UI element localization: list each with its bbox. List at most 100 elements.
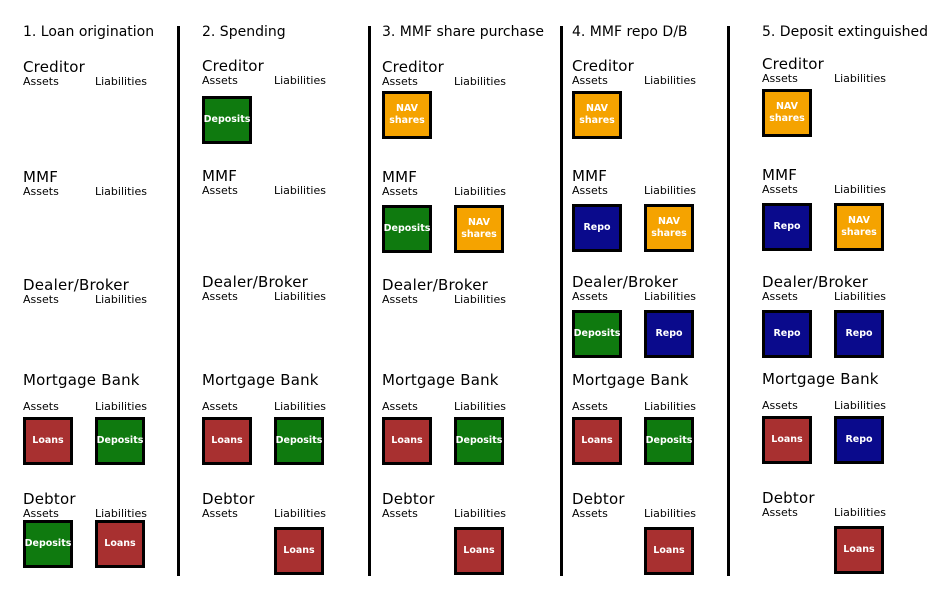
asset-nav-shares-block: NAV shares [382, 91, 432, 139]
assets-label: Assets [762, 506, 798, 519]
liability-loans-block: Loans [644, 527, 694, 575]
assets-label: Assets [762, 72, 798, 85]
liabilities-label: Liabilities [454, 75, 506, 88]
liability-nav-shares-block: NAV shares [644, 204, 694, 252]
entity-name: Mortgage Bank [23, 371, 140, 389]
asset-loans-block: Loans [382, 417, 432, 465]
assets-label: Assets [23, 293, 59, 306]
assets-label: Assets [382, 185, 418, 198]
entity-name: Debtor [762, 489, 815, 507]
assets-label: Assets [382, 507, 418, 520]
liabilities-label: Liabilities [95, 293, 147, 306]
liabilities-label: Liabilities [454, 507, 506, 520]
assets-label: Assets [23, 507, 59, 520]
liability-deposits-block: Deposits [95, 417, 145, 465]
liabilities-label: Liabilities [834, 72, 886, 85]
stage-title: 5. Deposit extinguished [762, 24, 928, 40]
assets-label: Assets [23, 400, 59, 413]
liabilities-label: Liabilities [644, 74, 696, 87]
stage-divider [177, 26, 180, 576]
stage-title: 2. Spending [202, 24, 286, 40]
liabilities-label: Liabilities [274, 74, 326, 87]
entity-name: MMF [23, 168, 59, 186]
entity-name: Dealer/Broker [762, 273, 869, 291]
liabilities-label: Liabilities [454, 185, 506, 198]
assets-label: Assets [572, 507, 608, 520]
liability-nav-shares-block: NAV shares [454, 205, 504, 253]
asset-loans-block: Loans [23, 417, 73, 465]
entity-name: Debtor [23, 490, 76, 508]
liabilities-label: Liabilities [834, 290, 886, 303]
entity-name: MMF [572, 167, 608, 185]
liabilities-label: Liabilities [274, 507, 326, 520]
stage-divider [368, 26, 371, 576]
liability-deposits-block: Deposits [644, 417, 694, 465]
assets-label: Assets [762, 399, 798, 412]
assets-label: Assets [382, 293, 418, 306]
asset-deposits-block: Deposits [23, 520, 73, 568]
asset-nav-shares-block: NAV shares [572, 91, 622, 139]
asset-nav-shares-block: NAV shares [762, 89, 812, 137]
entity-name: Creditor [202, 57, 265, 75]
asset-repo-block: Repo [762, 203, 812, 251]
entity-name: Dealer/Broker [202, 273, 309, 291]
assets-label: Assets [382, 400, 418, 413]
liabilities-label: Liabilities [95, 507, 147, 520]
stage-divider [560, 26, 563, 576]
liabilities-label: Liabilities [95, 185, 147, 198]
entity-name: Creditor [572, 57, 635, 75]
entity-name: Mortgage Bank [382, 371, 499, 389]
assets-label: Assets [23, 185, 59, 198]
entity-name: MMF [762, 166, 798, 184]
entity-name: Dealer/Broker [572, 273, 679, 291]
asset-deposits-block: Deposits [572, 310, 622, 358]
liability-repo-block: Repo [644, 310, 694, 358]
entity-name: Mortgage Bank [762, 370, 879, 388]
assets-label: Assets [202, 400, 238, 413]
asset-deposits-block: Deposits [382, 205, 432, 253]
assets-label: Assets [762, 290, 798, 303]
entity-name: Dealer/Broker [23, 276, 130, 294]
entity-name: Mortgage Bank [202, 371, 319, 389]
liabilities-label: Liabilities [644, 290, 696, 303]
assets-label: Assets [762, 183, 798, 196]
liabilities-label: Liabilities [644, 184, 696, 197]
entity-name: Dealer/Broker [382, 276, 489, 294]
liabilities-label: Liabilities [274, 290, 326, 303]
liability-loans-block: Loans [834, 526, 884, 574]
assets-label: Assets [572, 400, 608, 413]
liability-loans-block: Loans [454, 527, 504, 575]
entity-name: Mortgage Bank [572, 371, 689, 389]
liability-deposits-block: Deposits [274, 417, 324, 465]
liabilities-label: Liabilities [274, 400, 326, 413]
entity-name: MMF [382, 168, 418, 186]
asset-repo-block: Repo [762, 310, 812, 358]
liability-deposits-block: Deposits [454, 417, 504, 465]
liabilities-label: Liabilities [644, 400, 696, 413]
asset-deposits-block: Deposits [202, 96, 252, 144]
assets-label: Assets [202, 290, 238, 303]
entity-name: Creditor [762, 55, 825, 73]
stage-title: 1. Loan origination [23, 24, 155, 40]
liabilities-label: Liabilities [454, 293, 506, 306]
assets-label: Assets [572, 184, 608, 197]
entity-name: Creditor [382, 58, 445, 76]
assets-label: Assets [202, 74, 238, 87]
assets-label: Assets [23, 75, 59, 88]
liability-repo-block: Repo [834, 310, 884, 358]
entity-name: Debtor [202, 490, 255, 508]
liability-repo-block: Repo [834, 416, 884, 464]
assets-label: Assets [202, 507, 238, 520]
liabilities-label: Liabilities [834, 183, 886, 196]
liability-loans-block: Loans [274, 527, 324, 575]
assets-label: Assets [382, 75, 418, 88]
assets-label: Assets [202, 184, 238, 197]
asset-loans-block: Loans [202, 417, 252, 465]
liabilities-label: Liabilities [834, 506, 886, 519]
liabilities-label: Liabilities [95, 75, 147, 88]
entity-name: Debtor [572, 490, 625, 508]
asset-repo-block: Repo [572, 204, 622, 252]
asset-loans-block: Loans [762, 416, 812, 464]
stage-divider [727, 26, 730, 576]
liabilities-label: Liabilities [274, 184, 326, 197]
